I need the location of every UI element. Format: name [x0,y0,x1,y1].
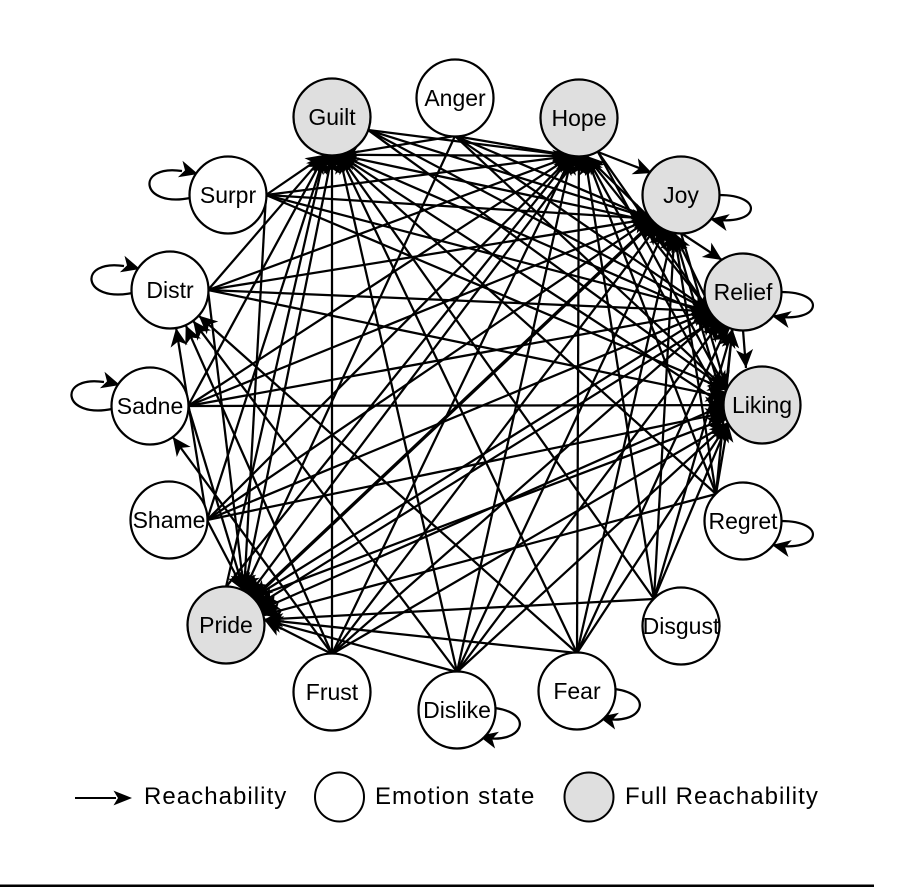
svg-text:Dislike: Dislike [423,697,491,723]
svg-text:Shame: Shame [133,507,206,533]
svg-text:Frust: Frust [306,679,359,705]
svg-text:Relief: Relief [714,279,773,305]
svg-text:Anger: Anger [424,85,486,111]
svg-text:Sadne: Sadne [117,393,184,419]
svg-text:Full Reachability: Full Reachability [625,783,819,810]
svg-text:Reachability: Reachability [144,783,287,810]
svg-text:Guilt: Guilt [308,104,356,130]
svg-text:Surpr: Surpr [200,182,257,208]
svg-text:Joy: Joy [663,182,699,208]
svg-text:Regret: Regret [708,508,778,534]
svg-text:Pride: Pride [199,612,253,638]
svg-text:Liking: Liking [732,392,792,418]
svg-text:Disgust: Disgust [643,613,720,639]
svg-text:Distr: Distr [146,277,194,303]
svg-text:Hope: Hope [552,105,607,131]
svg-text:Fear: Fear [553,678,601,704]
svg-text:Emotion state: Emotion state [375,783,535,810]
